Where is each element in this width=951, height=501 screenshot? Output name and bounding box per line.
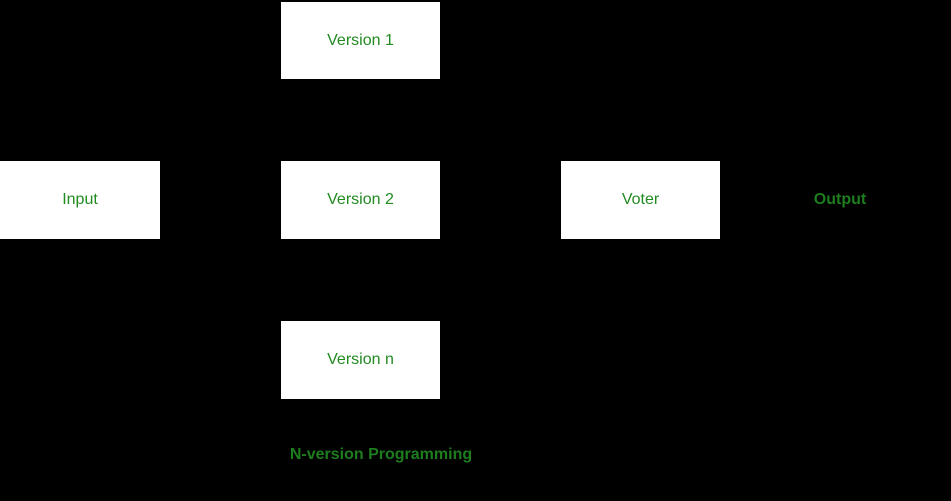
node-version-2-label: Version 2 [327, 191, 394, 208]
node-version-n: Version n [281, 321, 440, 399]
node-version-n-label: Version n [327, 351, 394, 368]
node-version-1-label: Version 1 [327, 31, 394, 49]
node-voter-label: Voter [621, 191, 660, 208]
node-voter: Voter [561, 161, 720, 239]
node-version-2: Version 2 [281, 161, 440, 239]
diagram-caption: N-version Programming [289, 446, 473, 463]
node-input: Input [0, 161, 160, 239]
node-version-1: Version 1 [281, 2, 440, 79]
output-label: Output [813, 191, 867, 208]
node-input-label: Input [62, 191, 98, 208]
